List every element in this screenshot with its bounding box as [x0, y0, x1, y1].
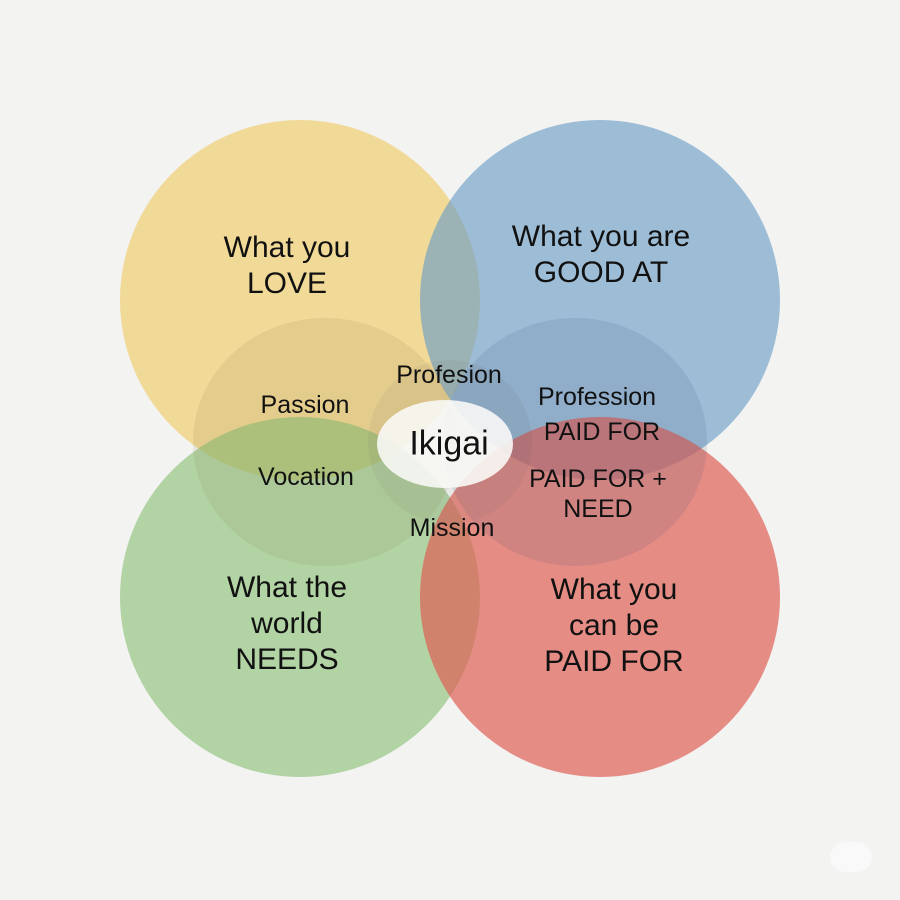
love-line-2: LOVE [246, 267, 328, 300]
circle-love [120, 120, 480, 480]
ellipse-right [443, 318, 707, 566]
ellipse-left [193, 318, 457, 566]
paid-for-line-2: can be [568, 609, 660, 642]
label-love: What you LOVE [224, 230, 351, 302]
circle-needs [120, 417, 480, 777]
label-mission: Mission [409, 514, 495, 542]
label-good-at: What you are GOOD AT [512, 219, 690, 291]
paid-for-line-3: PAID FOR [544, 645, 684, 678]
label-ikigai: Ikigai [409, 424, 489, 463]
center-lens [377, 400, 513, 488]
circle-paid-for [420, 417, 780, 777]
label-needs: What the world NEEDS [227, 570, 347, 678]
label-passion: Passion [260, 391, 350, 419]
label-profession: Profession [537, 383, 657, 411]
label-paid-need: PAID FOR + NEED [529, 464, 667, 524]
good-at-line-1: What you are [511, 220, 691, 253]
watermark [830, 842, 872, 872]
label-paid-for-overlap: PAID FOR [543, 418, 661, 446]
needs-line-2: world [251, 607, 323, 640]
love-line-1: What you [223, 231, 351, 264]
circle-good-at [420, 120, 780, 480]
paid-need-line-1: PAID FOR + [529, 465, 667, 493]
good-at-line-2: GOOD AT [533, 256, 669, 289]
paid-need-line-2: NEED [563, 495, 633, 523]
label-vocation: Vocation [258, 463, 354, 491]
label-profesion: Profesion [396, 361, 502, 389]
paid-for-line-1: What you [550, 573, 678, 606]
label-paid-for: What you can be PAID FOR [544, 572, 683, 680]
needs-line-3: NEEDS [235, 643, 339, 676]
needs-line-1: What the [226, 571, 348, 604]
